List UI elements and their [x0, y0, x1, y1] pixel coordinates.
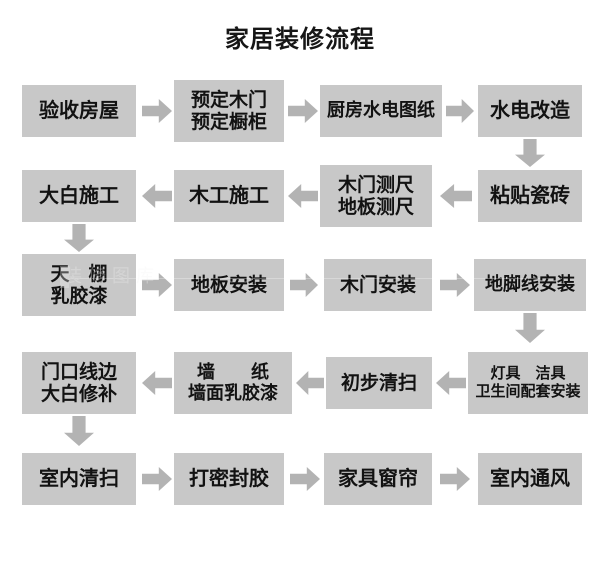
flow-node-初步清扫: 初步清扫	[326, 357, 432, 409]
node-line: 墙面乳胶漆	[188, 383, 278, 404]
node-line: 大白施工	[39, 183, 119, 208]
arrow-right-icon	[142, 273, 172, 297]
flow-node-木工施工: 木工施工	[174, 170, 284, 222]
flow-node-预定木门预定橱柜: 预定木门 预定橱柜	[174, 80, 284, 142]
arrow-left-icon	[440, 184, 472, 208]
flow-node-门口线边大白修补: 门口线边 大白修补	[22, 352, 136, 414]
flow-node-木门测尺地板测尺: 木门测尺 地板测尺	[320, 165, 432, 227]
node-line: 打密封胶	[189, 466, 269, 491]
node-line: 粘贴瓷砖	[490, 183, 570, 208]
node-line: 地板测尺	[337, 196, 414, 218]
flow-node-厨房水电图纸: 厨房水电图纸	[320, 85, 442, 137]
arrow-left-icon	[142, 184, 172, 208]
node-line: 大白修补	[40, 383, 117, 405]
node-line: 厨房水电图纸	[327, 100, 435, 122]
node-line: 预定木门	[190, 88, 267, 111]
flow-node-验收房屋: 验收房屋	[22, 85, 136, 137]
node-line: 验收房屋	[39, 98, 119, 123]
node-line: 地板安装	[190, 273, 267, 296]
node-line: 卫生间配套安装	[475, 382, 581, 400]
node-line: 天 棚	[50, 262, 108, 285]
flow-node-家具窗帘: 家具窗帘	[324, 453, 432, 505]
node-line: 木门安装	[339, 273, 416, 296]
flow-node-灯具洁具卫生间配套安装: 灯具 洁具 卫生间配套安装	[468, 352, 588, 414]
arrow-down-icon	[515, 313, 545, 343]
arrow-left-icon	[142, 371, 172, 395]
flow-node-室内清扫: 室内清扫	[22, 453, 136, 505]
node-line: 室内清扫	[39, 466, 119, 491]
page-title: 家居装修流程	[225, 25, 375, 53]
arrow-left-icon	[296, 371, 324, 395]
arrow-right-icon	[440, 273, 470, 297]
node-line: 墙 纸	[197, 361, 269, 383]
node-line: 家具窗帘	[338, 466, 418, 491]
arrow-right-icon	[142, 467, 172, 491]
node-line: 乳胶漆	[50, 285, 108, 307]
arrow-left-icon	[288, 184, 318, 208]
arrow-down-icon	[64, 416, 94, 446]
node-line: 预定橱柜	[190, 111, 267, 133]
node-line: 室内通风	[490, 466, 570, 491]
flow-node-墙纸墙面乳胶漆: 墙 纸 墙面乳胶漆	[174, 352, 292, 414]
arrow-down-icon	[64, 224, 94, 252]
flow-node-地板安装: 地板安装	[174, 259, 284, 311]
flow-node-室内通风: 室内通风	[478, 453, 582, 505]
flow-node-大白施工: 大白施工	[22, 170, 136, 222]
flow-node-天棚乳胶漆: 天 棚 乳胶漆	[22, 254, 136, 316]
node-line: 初步清扫	[340, 371, 417, 394]
arrow-right-icon	[288, 99, 318, 123]
node-line: 木工施工	[189, 183, 269, 208]
arrow-down-icon	[515, 139, 545, 167]
node-line: 地脚线安装	[485, 274, 575, 296]
flow-node-打密封胶: 打密封胶	[174, 453, 284, 505]
node-line: 灯具 洁具	[490, 364, 566, 383]
node-line: 水电改造	[490, 98, 570, 123]
flow-node-木门安装: 木门安装	[324, 259, 432, 311]
flow-node-粘贴瓷砖: 粘贴瓷砖	[478, 170, 582, 222]
flow-node-地脚线安装: 地脚线安装	[474, 259, 586, 311]
flow-node-水电改造: 水电改造	[478, 85, 582, 137]
arrow-left-icon	[436, 371, 466, 395]
arrow-right-icon	[446, 99, 474, 123]
node-line: 木门测尺	[337, 173, 414, 196]
arrow-right-icon	[290, 273, 318, 297]
node-line: 门口线边	[40, 360, 117, 383]
arrow-right-icon	[290, 467, 320, 491]
arrow-right-icon	[142, 99, 172, 123]
arrow-right-icon	[440, 467, 470, 491]
